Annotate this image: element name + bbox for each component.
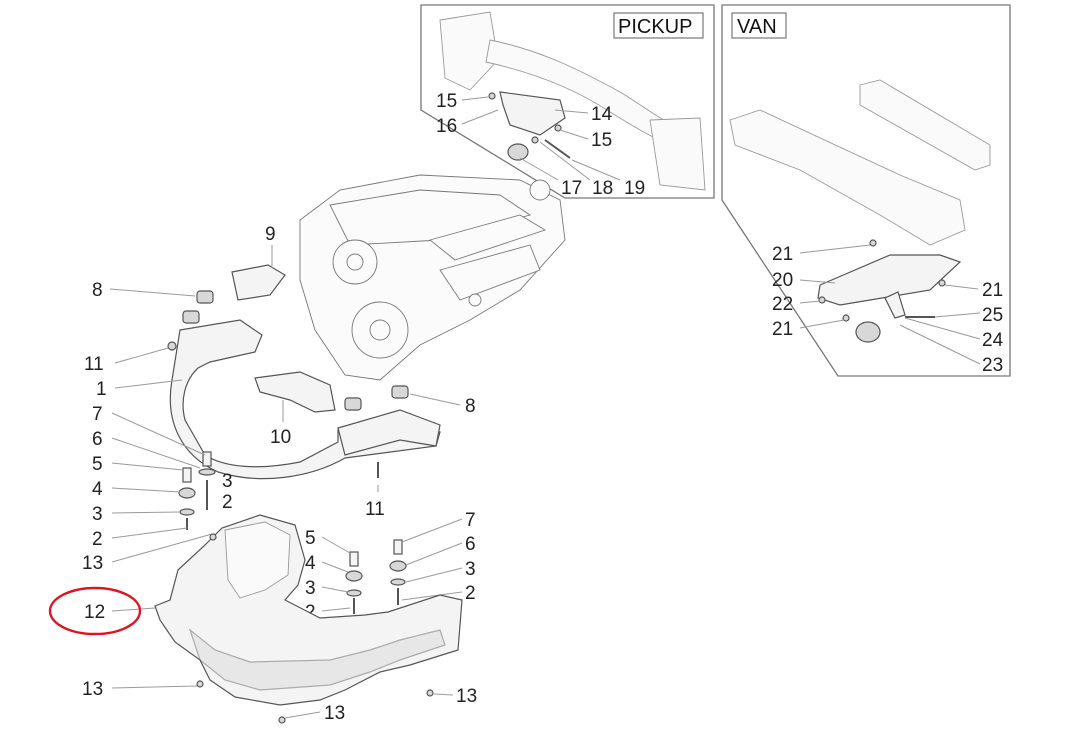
callout-7-b: 7	[465, 510, 476, 531]
van-screw-21-right	[938, 279, 946, 287]
callout-16: 16	[436, 116, 457, 137]
callout-20: 20	[772, 270, 793, 291]
spacer-7-left	[202, 451, 212, 467]
callout-4-a: 4	[92, 479, 103, 500]
pickup-chassis-bracket-right	[649, 117, 706, 191]
callout-13-c: 13	[456, 686, 477, 707]
heat-shield-10	[254, 371, 336, 413]
callout-2-a: 2	[92, 529, 103, 550]
van-floor-channel	[859, 79, 991, 171]
callout-6-b: 6	[465, 534, 476, 555]
washer-3-center	[346, 589, 362, 597]
callout-7-a: 7	[92, 404, 103, 425]
callout-21-c: 21	[982, 280, 1003, 301]
callout-9: 9	[265, 224, 276, 245]
pickup-screw-15b	[554, 124, 562, 132]
rubber-pad-8-left	[182, 310, 200, 324]
bolt-11-left	[167, 341, 177, 351]
callout-19: 19	[624, 178, 645, 199]
skid-plate-12-recess	[224, 521, 291, 599]
callout-1: 1	[96, 379, 107, 400]
screw-13-bottom-right	[426, 689, 434, 697]
callout-4-b: 4	[305, 553, 316, 574]
pickup-inset-frame	[420, 4, 715, 199]
callout-25: 25	[982, 305, 1003, 326]
spacer-5-left	[182, 467, 192, 483]
callout-5-b: 5	[305, 528, 316, 549]
callout-11-b: 11	[365, 499, 385, 520]
callout-10: 10	[270, 427, 291, 448]
callout-8-b: 8	[465, 396, 476, 417]
callout-21-a: 21	[772, 244, 793, 265]
van-bracket	[884, 291, 906, 319]
pickup-screw-15	[488, 92, 496, 100]
callout-2-d: 2	[465, 583, 476, 604]
callout-21-b: 21	[772, 319, 793, 340]
van-inset: VAN 21 20 22 21 21 25 24 23	[721, 4, 1011, 377]
pickup-mount-bracket	[499, 91, 566, 136]
callout-11-a: 11	[84, 354, 104, 375]
van-screw-22	[818, 296, 826, 304]
van-inset-frame	[721, 4, 1011, 377]
crossmember-right-bracket	[337, 409, 441, 456]
rubber-4-center	[345, 570, 363, 582]
callout-24: 24	[982, 330, 1004, 351]
washer-3-left	[179, 508, 195, 516]
callout-8-a: 8	[92, 280, 103, 301]
van-title: VAN	[737, 16, 777, 38]
pickup-bolt	[544, 139, 571, 159]
rubber-pad-8-left-top	[196, 290, 214, 304]
pickup-title-box	[613, 12, 704, 39]
van-screw-21-bottom	[842, 314, 850, 322]
screw-13-top	[209, 533, 217, 541]
highlight-ellipse	[48, 586, 142, 636]
van-rubber-mount	[855, 321, 881, 343]
callout-14: 14	[591, 104, 613, 125]
callout-15-a: 15	[436, 91, 457, 112]
pickup-title: PICKUP	[618, 16, 692, 38]
washer-3-right	[390, 578, 406, 586]
callout-3-c: 3	[305, 578, 316, 599]
callout-3-d: 3	[465, 559, 476, 580]
pickup-chassis-bracket-left	[439, 11, 499, 91]
pickup-rubber-mount	[507, 143, 529, 161]
pickup-washer-17	[531, 136, 539, 144]
callout-22: 22	[772, 294, 793, 315]
spacer-7-right	[393, 539, 403, 555]
screw-13-bottom-left	[196, 680, 204, 688]
callout-3-a: 3	[92, 504, 103, 525]
spacer-5-center	[349, 551, 359, 567]
van-title-box	[731, 12, 787, 39]
callout-3-b: 3	[222, 471, 233, 492]
callout-5-a: 5	[92, 454, 103, 475]
washer-3-upper-left	[198, 468, 216, 476]
callout-13-b: 13	[82, 679, 103, 700]
callout-13-a: 13	[82, 553, 103, 574]
callout-15-b: 15	[591, 130, 612, 151]
callout-17: 17	[561, 178, 582, 199]
engine-mount-9	[231, 264, 286, 301]
callout-18: 18	[592, 178, 613, 199]
van-screw-21-top	[869, 239, 877, 247]
callout-23: 23	[982, 355, 1003, 376]
rubber-pad-8-right	[344, 397, 362, 411]
van-chassis-rail	[729, 109, 966, 246]
rubber-pad-8-right-top	[391, 385, 409, 399]
skid-plate-12-floor	[188, 628, 446, 691]
engine-block	[299, 174, 566, 381]
callout-2-b: 2	[222, 492, 233, 513]
callout-13-d: 13	[324, 703, 345, 724]
pickup-inset: PICKUP 15 16 14 15 17 18 19	[420, 4, 715, 199]
callout-6-a: 6	[92, 429, 103, 450]
rubber-4-left	[178, 487, 196, 499]
rubber-6-right	[389, 560, 407, 572]
callout-12: 12	[84, 602, 105, 623]
screw-13-bottom	[278, 716, 286, 724]
